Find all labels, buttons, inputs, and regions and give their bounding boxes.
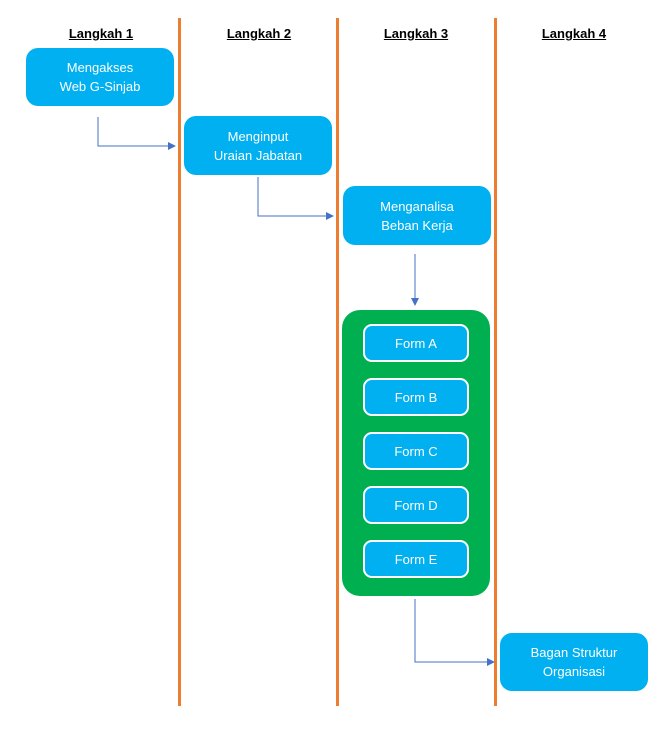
step2-line2: Uraian Jabatan [213,147,303,163]
header-langkah-1: Langkah 1 [68,26,134,41]
step3-line1: Menganalisa [380,198,454,214]
form-c-box: Form C [363,432,469,470]
step4-line2: Organisasi [542,664,606,679]
connector-step1-to-step2 [97,117,176,150]
header-langkah-4: Langkah 4 [541,26,607,41]
step-box-bagan-struktur: Bagan Struktur Organisasi [500,633,648,691]
step1-line1: Mengakses [66,60,134,75]
connector-step2-to-step3 [257,177,334,220]
header-langkah-3: Langkah 3 [383,26,449,41]
column-divider-2 [336,18,339,706]
step2-line1: Menginput [227,128,289,144]
column-divider-3 [494,18,497,706]
step-box-mengakses: Mengakses Web G-Sinjab [26,48,174,106]
form-a-box: Form A [363,324,469,362]
connector-forms-to-step4 [414,599,495,666]
step-box-menginput: Menginput Uraian Jabatan [184,116,332,175]
step3-line2: Beban Kerja [381,217,453,233]
header-langkah-2: Langkah 2 [226,26,292,41]
column-divider-1 [178,18,181,706]
form-d-box: Form D [363,486,469,524]
step1-line2: Web G-Sinjab [59,79,141,94]
step-box-menganalisa: Menganalisa Beban Kerja [343,186,491,245]
forms-container: Form A Form B Form C Form D Form E [342,310,490,596]
step4-line1: Bagan Struktur [530,645,618,660]
form-b-box: Form B [363,378,469,416]
form-e-box: Form E [363,540,469,578]
